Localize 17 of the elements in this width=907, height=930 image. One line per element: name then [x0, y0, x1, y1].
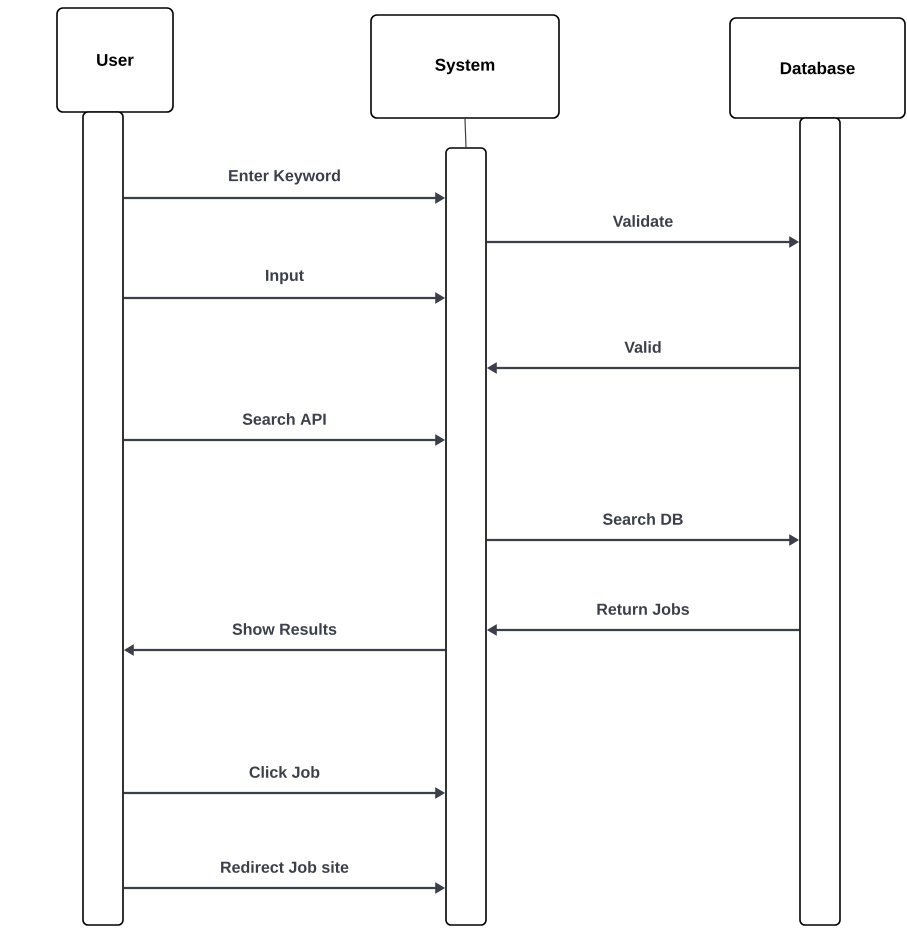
lifeline-bar [82, 111, 124, 926]
message-label: Validate [612, 215, 673, 227]
message-label: Enter Keyword [229, 170, 340, 184]
actor-box: System [370, 14, 560, 119]
lifeline-bar [799, 117, 841, 926]
message-label: Show Results [232, 623, 336, 635]
message-label: Search API [242, 413, 326, 425]
connector-line [464, 118, 467, 148]
message-label: Valid [624, 341, 661, 353]
message-label: Search DB [603, 513, 683, 525]
message-label: Click Job [250, 766, 320, 778]
message-label: Input [266, 270, 304, 284]
message-label: Return Jobs [597, 603, 689, 615]
actor-box: Database [729, 17, 906, 119]
message-label: Redirect Job site [221, 861, 348, 873]
lifeline-bar [445, 147, 487, 926]
actor-box: User [56, 7, 174, 113]
